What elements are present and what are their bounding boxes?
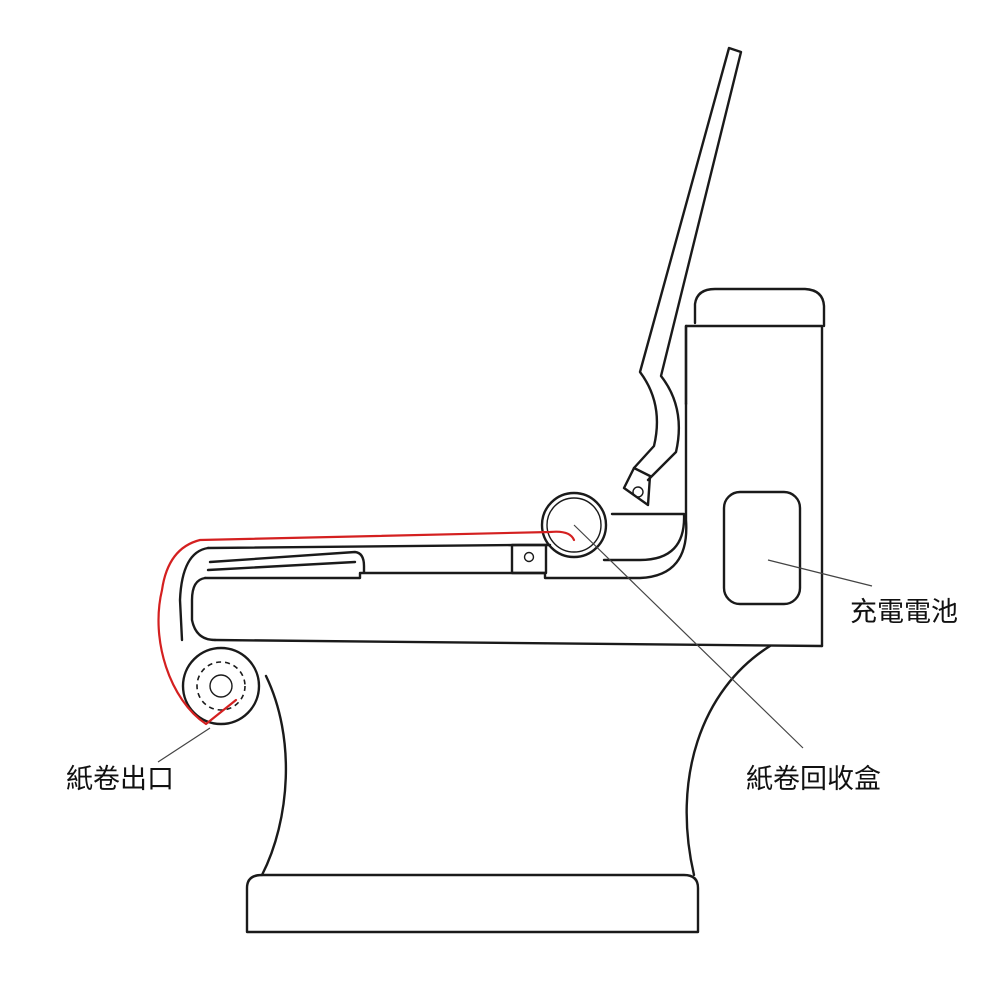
seat-top-plane xyxy=(206,543,552,550)
toilet-lid xyxy=(632,46,743,482)
lid-hinge-tab xyxy=(622,466,652,507)
label-paper-recovery-box: 紙卷回收盒 xyxy=(746,764,881,795)
toilet-seat xyxy=(206,550,366,574)
seat-front-curve xyxy=(178,546,210,642)
lid-hinge-hole xyxy=(632,486,644,498)
toilet-pedestal xyxy=(260,644,772,877)
toilet-bowl-rim xyxy=(203,402,824,648)
seat-hinge-block xyxy=(510,543,548,575)
leader-paper-outlet xyxy=(157,727,211,763)
paper-outlet-roll-dashed xyxy=(196,661,246,711)
label-paper-outlet: 紙卷出口 xyxy=(66,764,174,795)
paper-strip xyxy=(157,530,576,726)
leader-recovery-box xyxy=(573,524,804,749)
toilet-base xyxy=(245,873,700,934)
seat-hinge-pin xyxy=(523,551,535,563)
paper-recovery-roll xyxy=(540,491,608,559)
hinge-housing xyxy=(602,512,686,562)
toilet-bowl-front xyxy=(190,576,217,642)
label-battery: 充電電池 xyxy=(850,597,958,628)
leader-battery xyxy=(767,559,873,587)
paper-outlet-roll xyxy=(181,646,261,726)
toilet-tank xyxy=(684,324,824,648)
paper-recovery-roll-inner xyxy=(546,497,602,553)
battery-compartment xyxy=(722,490,802,606)
tank-lid xyxy=(693,287,826,328)
paper-outlet-roll-core xyxy=(209,674,233,698)
